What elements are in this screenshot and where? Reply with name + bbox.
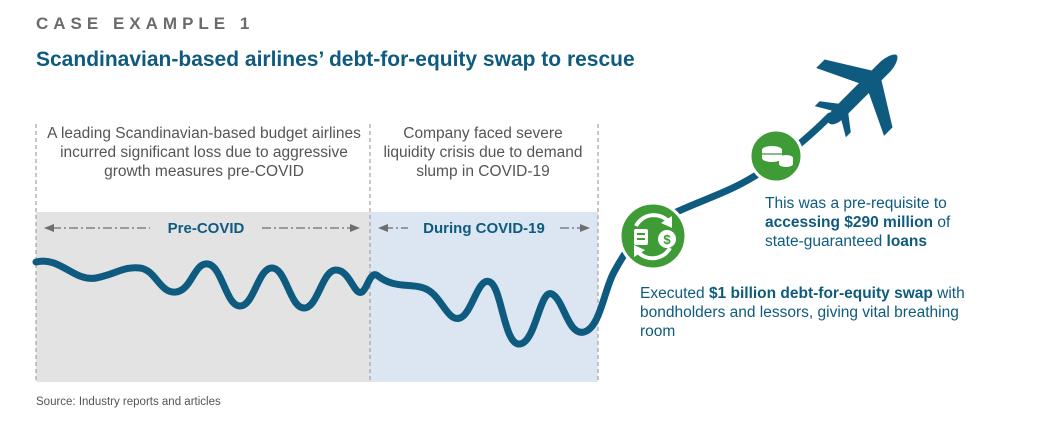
source-note: Source: Industry reports and articles	[36, 396, 221, 408]
pre-covid-description: A leading Scandinavian-based budget airl…	[47, 125, 361, 180]
swap-annotation: Executed $1 billion debt-for-equity swap…	[640, 284, 970, 341]
during-covid-range-arrow	[378, 224, 590, 232]
swap-post: with bondholders and lessors, giving vit…	[640, 285, 965, 340]
during-covid-description: Company faced severe liquidity crisis du…	[383, 125, 583, 180]
loans-bold-word: loans	[886, 233, 927, 250]
during-covid-label: During COVID-19	[423, 220, 545, 237]
loans-of: of	[933, 214, 951, 231]
loans-line3: state-guaranteed	[765, 233, 887, 250]
performance-trend-line	[32, 112, 834, 348]
pre-covid-range-arrow	[44, 224, 360, 232]
loans-bold-amount: accessing $290 million	[765, 214, 934, 231]
loans-line1: This was a pre-requisite to	[765, 195, 947, 212]
airplane-icon	[814, 54, 898, 138]
swap-bold: $1 billion debt-for-equity swap	[708, 285, 933, 302]
page-title: Scandinavian-based airlines’ debt-for-eq…	[36, 48, 635, 71]
svg-text:$: $	[663, 232, 671, 247]
during-covid-panel	[370, 212, 598, 382]
swap-pre: Executed	[640, 285, 709, 302]
coins-icon	[748, 128, 804, 184]
case-example-kicker: CASE EXAMPLE 1	[36, 14, 255, 33]
debt-equity-swap-icon: $	[618, 201, 688, 271]
pre-covid-label: Pre-COVID	[168, 220, 245, 237]
loans-annotation: This was a pre-requisite to accessing $2…	[765, 194, 1025, 251]
phase-dividers	[35, 124, 599, 382]
